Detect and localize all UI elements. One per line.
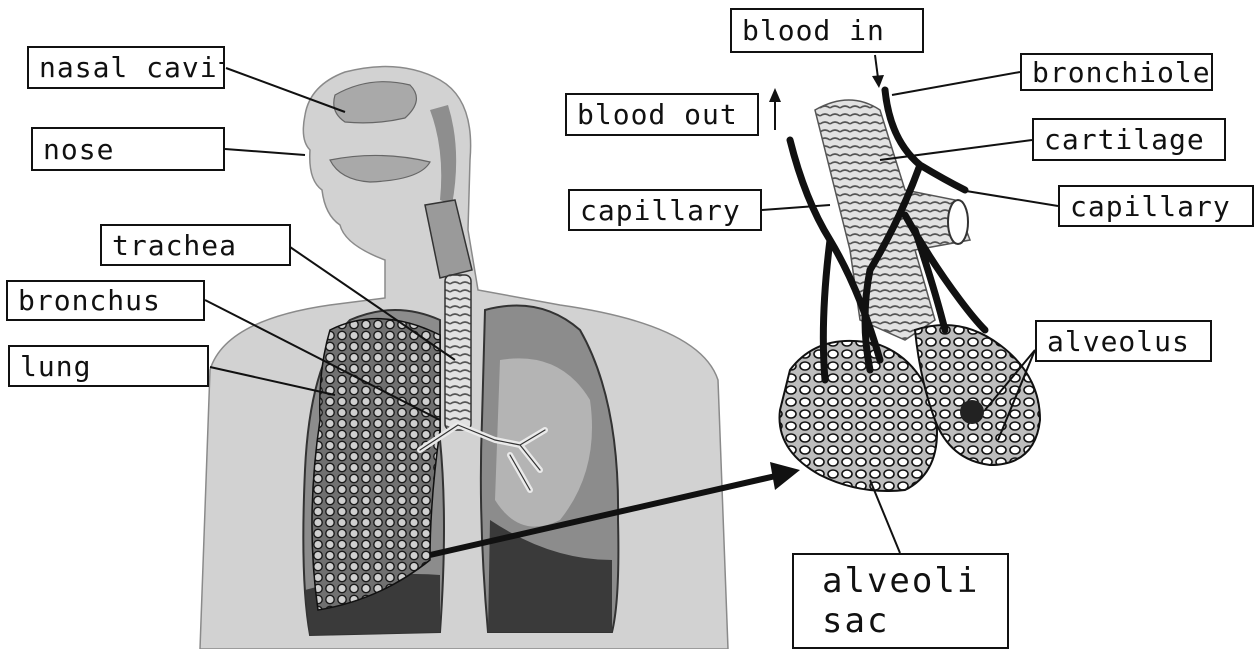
leader-capillary-right bbox=[960, 190, 1058, 206]
label-nose-text: nose bbox=[43, 133, 114, 166]
label-alveoli-sac-line2: sac bbox=[822, 601, 889, 641]
label-blood-out: blood out bbox=[565, 93, 759, 136]
label-nasal-cavity: nasal cavity bbox=[27, 46, 225, 89]
label-nasal-cavity-text: nasal cavity bbox=[39, 51, 225, 84]
label-blood-in-text: blood in bbox=[742, 14, 885, 47]
airway-opening bbox=[948, 200, 968, 244]
bronchiole-airway bbox=[815, 100, 970, 340]
label-bronchus: bronchus bbox=[6, 280, 205, 321]
label-alveolus: alveolus bbox=[1035, 320, 1212, 362]
label-alveolus-text: alveolus bbox=[1047, 325, 1190, 358]
leader-nose bbox=[225, 149, 305, 155]
label-alveoli-sac: alveoli sac bbox=[792, 553, 1009, 649]
blood-in-arrow-line bbox=[875, 55, 878, 78]
label-blood-in: blood in bbox=[730, 8, 924, 53]
label-capillary-left: capillary bbox=[568, 189, 762, 231]
label-blood-out-text: blood out bbox=[577, 98, 738, 131]
blood-out-arrowhead bbox=[769, 88, 781, 102]
label-nose: nose bbox=[31, 127, 225, 171]
leader-capillary-left bbox=[762, 205, 830, 210]
label-bronchiole-text: bronchiole bbox=[1032, 56, 1211, 89]
blood-in-arrowhead bbox=[872, 75, 884, 88]
magnify-arrowhead bbox=[770, 462, 800, 490]
label-lung: lung bbox=[8, 345, 209, 387]
label-cartilage: cartilage bbox=[1032, 118, 1226, 161]
label-capillary-right: capillary bbox=[1058, 185, 1254, 227]
label-lung-text: lung bbox=[20, 350, 91, 383]
label-trachea-text: trachea bbox=[112, 229, 237, 262]
label-trachea: trachea bbox=[100, 224, 291, 266]
leader-bronchiole bbox=[892, 72, 1020, 95]
label-bronchus-text: bronchus bbox=[18, 284, 161, 317]
label-cartilage-text: cartilage bbox=[1044, 123, 1205, 156]
alveolus-opening bbox=[960, 400, 984, 424]
left-lung-alveoli-cluster bbox=[312, 319, 440, 610]
label-capillary-right-text: capillary bbox=[1070, 190, 1231, 223]
label-alveoli-sac-line1: alveoli bbox=[822, 561, 979, 601]
label-bronchiole: bronchiole bbox=[1020, 53, 1213, 91]
alveoli-sac-cluster-left bbox=[780, 341, 938, 491]
trachea-tube bbox=[445, 275, 471, 430]
label-capillary-left-text: capillary bbox=[580, 194, 741, 227]
